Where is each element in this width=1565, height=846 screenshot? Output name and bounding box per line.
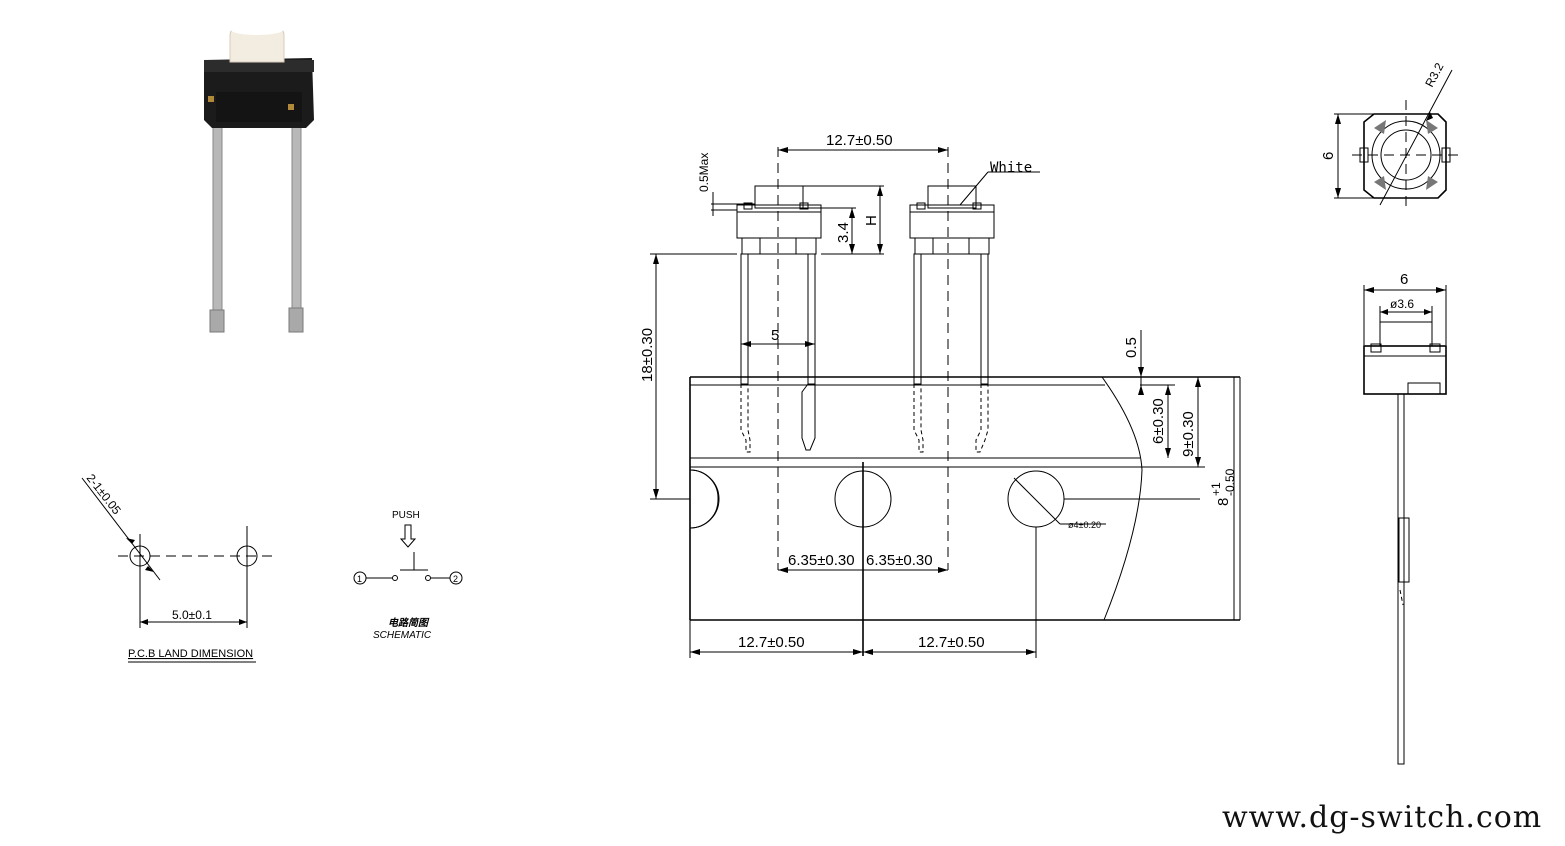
tape-8-label: 8 — [1215, 498, 1232, 506]
side-width-label: 6 — [1400, 271, 1408, 288]
schematic: PUSH 1 2 电路简图 SCHEMATIC — [353, 510, 463, 641]
pitch-top-label: 12.7±0.50 — [826, 132, 893, 149]
top-view: R3.2 6 — [1320, 60, 1460, 210]
schematic-en-label: SCHEMATIC — [373, 630, 432, 641]
schematic-cn-label: 电路简图 — [388, 617, 430, 629]
lead-length-label: 18±0.30 — [639, 328, 656, 382]
tape-8-tol-plus: +1 — [1209, 482, 1223, 496]
switch-right — [909, 185, 995, 453]
half-pitch-right-label: 6.35±0.30 — [866, 552, 933, 569]
top-view-radius-label: R3.2 — [1422, 60, 1446, 89]
top-view-size-label: 6 — [1320, 152, 1337, 160]
switch-left — [736, 185, 822, 453]
pcb-hole-label: 2-1±0.05 — [84, 471, 124, 517]
height-label: H — [863, 215, 880, 226]
pcb-spacing-label: 5.0±0.1 — [172, 608, 212, 622]
terminal-1: 1 — [357, 574, 362, 584]
website-url[interactable]: www.dg-switch.com — [1222, 800, 1543, 835]
pcb-land-dimension: 5.0±0.1 2-1±0.05 P.C.B LAND DIMENSION — [81, 471, 272, 663]
body-height-label: 3.4 — [835, 222, 852, 243]
terminal-2: 2 — [453, 574, 458, 584]
actuator-color-label: White — [990, 160, 1032, 176]
side-button-dia-label: ø3.6 — [1390, 297, 1414, 311]
tape-drawing: ø4±0.20 — [639, 132, 1241, 658]
tape-offset-label: 0.5 — [1123, 337, 1140, 358]
lead-span-label: 5 — [771, 327, 779, 344]
tape-9-label: 9±0.30 — [1180, 411, 1197, 457]
product-photo — [204, 25, 314, 333]
half-pitch-left-label: 6.35±0.30 — [788, 552, 855, 569]
side-view: 6 ø3.6 — [1363, 271, 1447, 765]
push-label: PUSH — [392, 510, 420, 521]
pcb-title: P.C.B LAND DIMENSION — [128, 648, 253, 660]
pitch-bottom-right-label: 12.7±0.50 — [918, 634, 985, 651]
tape-6-label: 6±0.30 — [1150, 398, 1167, 444]
tape-8-tol-minus: -0.50 — [1223, 468, 1237, 496]
pitch-bottom-left-label: 12.7±0.50 — [738, 634, 805, 651]
max-offset-label: 0.5Max — [697, 153, 711, 192]
sprocket-hole-label: ø4±0.20 — [1068, 520, 1101, 530]
